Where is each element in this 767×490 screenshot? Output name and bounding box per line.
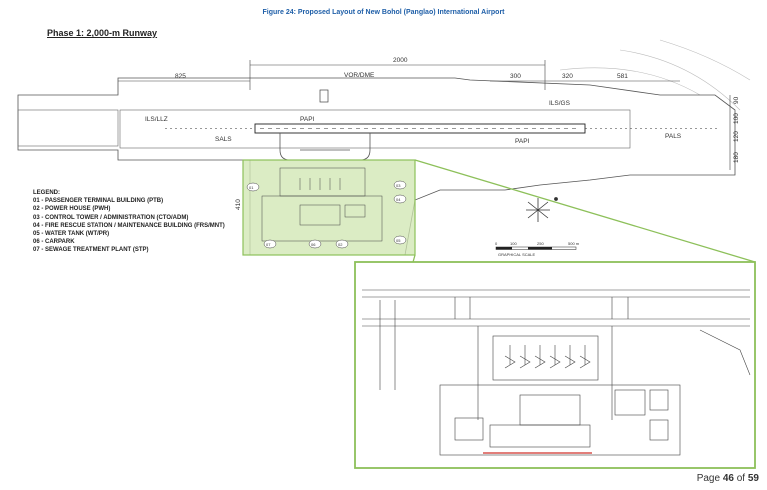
label-ils-llz: ILS/LLZ <box>145 116 168 123</box>
label-papi-right: PAPI <box>515 138 530 145</box>
vor-dme-marker <box>319 89 329 103</box>
runway-end-area <box>17 109 119 147</box>
label-vor-dme: VOR/DME <box>344 72 375 79</box>
label-sals: SALS <box>215 136 232 143</box>
legend-item: 05 - WATER TANK (WT/PR) <box>33 231 110 238</box>
tag-06: 06 <box>308 239 322 249</box>
svg-text:04: 04 <box>396 197 401 202</box>
building-tags: 01 02 03 04 05 06 07 <box>246 180 407 249</box>
page-footer: Page 46 of 59 <box>697 473 759 484</box>
terminal-area-sketch <box>261 167 383 242</box>
terminal-area-highlight <box>242 159 416 256</box>
dim-120: 120 <box>733 131 740 142</box>
svg-text:01: 01 <box>249 185 254 190</box>
label-ils-gs: ILS/GS <box>549 100 571 107</box>
tag-04: 04 <box>393 194 407 204</box>
dim-320: 320 <box>562 73 573 80</box>
graphical-scale: 0 100 250 500 m GRAPHICAL SCALE <box>495 241 580 257</box>
tag-01: 01 <box>246 182 260 192</box>
taxiway-connectors <box>279 133 371 161</box>
legend: LEGEND: 01 - PASSENGER TERMINAL BUILDING… <box>33 189 225 255</box>
inset-detail-drawing <box>362 289 751 456</box>
legend-title: LEGEND: <box>33 190 60 196</box>
dim-825: 825 <box>175 73 186 80</box>
tag-03: 03 <box>393 180 407 190</box>
phase-title: Phase 1: 2,000-m Runway <box>47 28 158 38</box>
svg-text:02: 02 <box>338 242 343 247</box>
label-papi-left: PAPI <box>300 116 315 123</box>
footer-middle: of <box>733 473 748 484</box>
legend-item: 02 - POWER HOUSE (PWH) <box>33 206 111 213</box>
terrain-contours <box>559 39 751 111</box>
dim-180: 180 <box>733 152 740 163</box>
airport-boundary <box>17 77 736 256</box>
dim-410: 410 <box>235 199 242 210</box>
dim-100: 100 <box>733 113 740 124</box>
north-arrow-icon <box>526 197 558 222</box>
dim-90: 90 <box>733 96 740 104</box>
svg-text:07: 07 <box>266 242 271 247</box>
svg-text:05: 05 <box>396 238 401 243</box>
scale-tick-0: 0 <box>495 241 498 246</box>
tag-05: 05 <box>393 235 407 245</box>
figure-caption: Figure 24: Proposed Layout of New Bohol … <box>262 9 505 16</box>
dim-581: 581 <box>617 73 628 80</box>
label-pals: PALS <box>665 133 682 140</box>
legend-item: 07 - SEWAGE TREATMENT PLANT (STP) <box>33 247 149 254</box>
svg-text:03: 03 <box>396 183 401 188</box>
svg-text:06: 06 <box>311 242 316 247</box>
footer-total: 59 <box>747 473 759 484</box>
legend-item: 06 - CARPARK <box>33 239 75 246</box>
runway-strip <box>119 109 631 149</box>
legend-item: 03 - CONTROL TOWER / ADMINISTRATION (CTO… <box>33 214 189 221</box>
tag-07: 07 <box>263 239 277 249</box>
legend-item: 01 - PASSENGER TERMINAL BUILDING (PTB) <box>33 198 164 205</box>
tag-02: 02 <box>335 239 349 249</box>
dim-2000: 2000 <box>393 57 408 64</box>
scale-label: GRAPHICAL SCALE <box>498 252 536 257</box>
footer-prefix: Page <box>696 473 723 484</box>
footer-page: 46 <box>722 473 734 484</box>
scale-tick-100: 100 <box>510 241 517 246</box>
scale-tick-500: 500 m <box>568 241 580 246</box>
legend-item: 04 - FIRE RESCUE STATION / MAINTENANCE B… <box>33 222 225 229</box>
scale-tick-250: 250 <box>537 241 544 246</box>
dim-300: 300 <box>510 73 521 80</box>
